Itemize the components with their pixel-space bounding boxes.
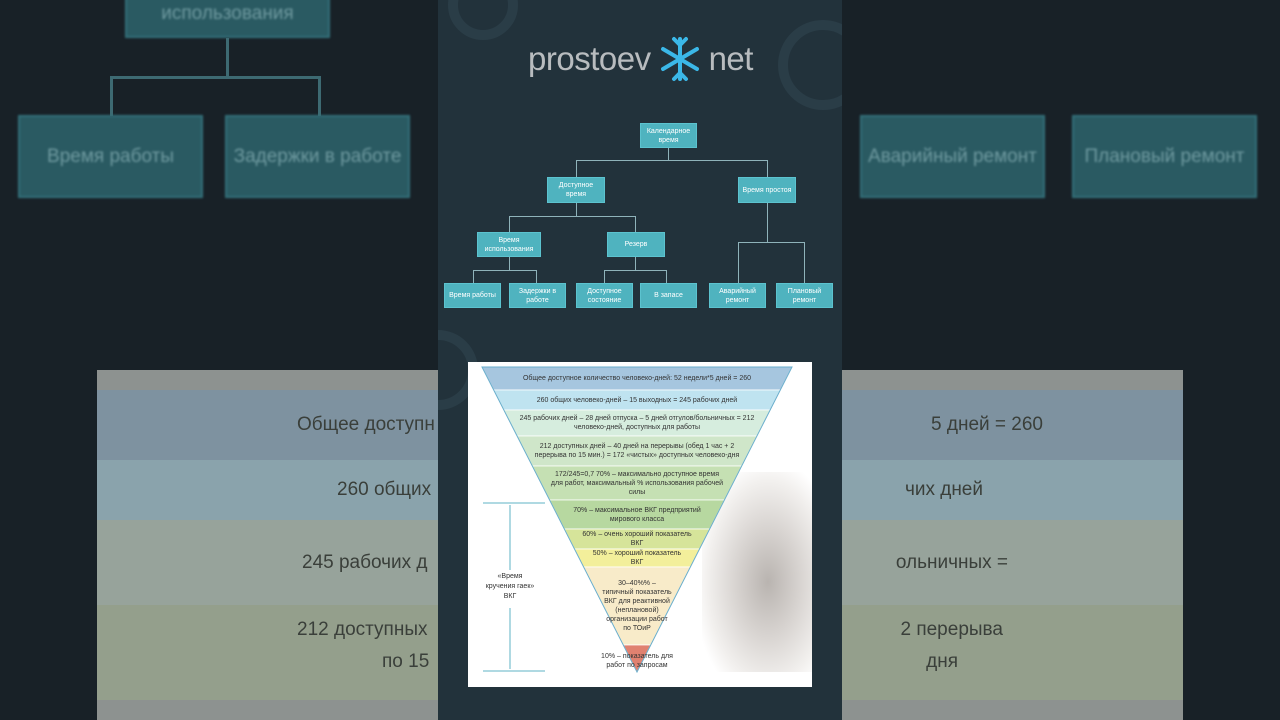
- logo: prostoev net: [528, 36, 753, 82]
- bg-box-usage: использования: [125, 0, 330, 38]
- bg-text: чих дней: [904, 479, 983, 500]
- bg-text: ольничных =: [895, 551, 1008, 573]
- logo-text-left: prostoev: [528, 40, 651, 77]
- pyramid-band-text: 60% – очень хороший показатель ВКГ: [582, 531, 692, 547]
- bg-box-work: Время работы: [18, 115, 203, 198]
- gear-decoration: [778, 20, 842, 110]
- logo-text-right: net: [708, 40, 754, 77]
- pyramid-band-text: 172/245=0,7 70% – максимально доступное …: [550, 470, 724, 496]
- video-frame: prostoev net Календарное время Доступное…: [438, 0, 842, 720]
- pyramid-band-text: 30–40%% – типичный показатель ВКГ для ре…: [602, 580, 672, 632]
- bracket-label: «Время кручения гаек» ВКГ: [485, 573, 535, 600]
- pyramid-band-text: 245 рабочих дней – 28 дней отпуска – 5 д…: [519, 415, 755, 431]
- node-downtime: Время простоя: [738, 177, 796, 203]
- node-usage-time: Время использования: [477, 232, 541, 257]
- node-emergency-repair: Аварийный ремонт: [709, 283, 766, 308]
- pyramid-band-text: 10% – показатель для работ по запросам: [601, 652, 673, 669]
- node-calendar-time: Календарное время: [640, 123, 697, 148]
- bg-text: 245 рабочих д: [302, 551, 428, 573]
- bg-line: [226, 38, 229, 78]
- pyramid-shape: [481, 366, 793, 674]
- bg-text: 5 дней = 260: [931, 414, 1043, 435]
- bg-text: 2 перерыва: [900, 619, 1003, 640]
- pyramid-band-text: 50% – хороший показатель ВКГ: [592, 550, 682, 566]
- bg-line: [318, 76, 321, 116]
- bg-text: по 15: [382, 651, 430, 672]
- pyramid-band-text: Общее доступное количество человеко-дней…: [522, 375, 752, 382]
- bg-box-emergency: Аварийный ремонт: [860, 115, 1045, 198]
- node-work-time: Время работы: [444, 283, 501, 308]
- bracket: [483, 502, 545, 672]
- bg-text: Общее доступн: [297, 414, 435, 435]
- bg-text: дня: [926, 651, 958, 672]
- wrench-time-pyramid: «Время кручения гаек» ВКГ Общее доступно…: [468, 362, 812, 687]
- bg-box-planned: Плановый ремонт: [1072, 115, 1257, 198]
- node-reserve: Резерв: [607, 232, 665, 257]
- node-available-time: Доступное время: [547, 177, 605, 203]
- bg-text: 260 общих: [337, 479, 432, 500]
- snowflake-icon: [660, 37, 699, 81]
- node-planned-repair: Плановый ремонт: [776, 283, 833, 308]
- pyramid-band-text: 212 доступных дней – 40 дней на перерывы…: [534, 443, 740, 459]
- bg-box-delays: Задержки в работе: [225, 115, 410, 198]
- pyramid-band-text: 70% – максимальное ВКГ предприятий миров…: [573, 506, 701, 523]
- node-delays: Задержки в работе: [509, 283, 566, 308]
- gear-decoration: [448, 0, 518, 40]
- node-in-stock: В запасе: [640, 283, 697, 308]
- pyramid-band-text: 260 общих человеко-дней – 15 выходных = …: [536, 396, 738, 404]
- bg-line: [110, 76, 113, 116]
- bg-line: [110, 76, 320, 79]
- bg-text: 212 доступных: [297, 619, 428, 640]
- node-ready-state: Доступное состояние: [576, 283, 633, 308]
